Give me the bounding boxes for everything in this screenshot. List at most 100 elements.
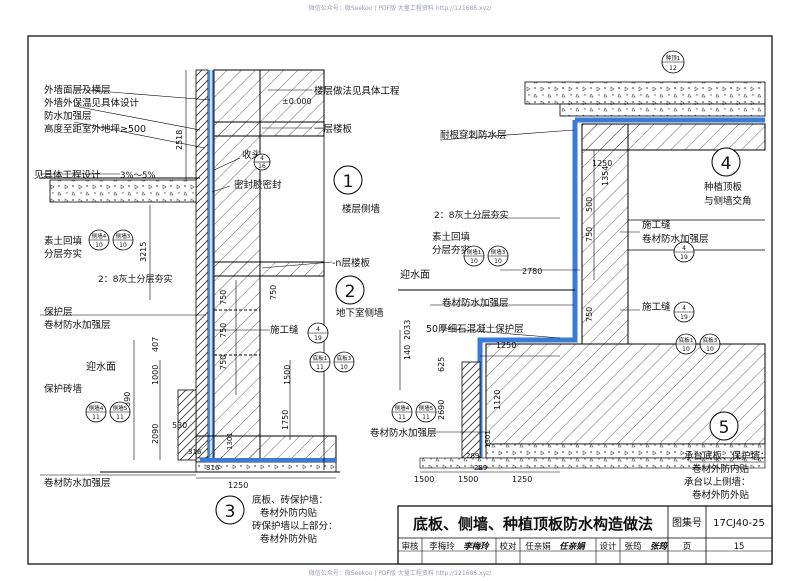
ref-circle-r2a: 侧墙4 10 <box>88 229 110 251</box>
label-plant-roof-2: 与侧墙交角 <box>704 195 752 207</box>
svg-text:侧墙5: 侧墙5 <box>113 404 128 412</box>
detail-number-1: 1 <box>333 165 363 195</box>
upper-wall-fill <box>259 69 325 123</box>
dim-316a: 316 <box>188 448 202 456</box>
dim-750a: 750 <box>219 290 228 305</box>
atlas-number: 17CJ40-25 <box>713 518 765 529</box>
label-bottom-note-4: 卷材外防外贴 <box>260 533 318 545</box>
label-floor1: 一层楼板 <box>314 123 353 135</box>
svg-text:11: 11 <box>316 364 324 371</box>
label-right-const-joint-2: 施工缝 <box>642 301 671 313</box>
label-backfill-2: 分层夯实 <box>44 248 82 260</box>
svg-text:1: 1 <box>343 172 354 192</box>
ref-circle-r2b: 侧墙3 10 <box>112 229 134 251</box>
label-lime-soil: 2：8灰土分层夯实 <box>98 273 172 285</box>
svg-text:侧墙3: 侧墙3 <box>116 232 131 240</box>
ref-circle-plant: 种顶1 12 <box>661 50 685 74</box>
dim-r750b: 750 <box>585 307 594 322</box>
planting-soil <box>524 81 766 105</box>
first-floor-slab <box>213 121 325 137</box>
right-wall <box>581 123 629 345</box>
bottom-membrane <box>200 458 336 462</box>
label-coil-reinf-bottom: 卷材防水加强层 <box>44 477 111 489</box>
page-number: 15 <box>734 542 745 552</box>
detail-number-5: 5 <box>709 411 739 441</box>
label-right-coil-reinf-3: 卷材防水加强层 <box>642 233 709 245</box>
dim-2690: 2690 <box>437 400 446 420</box>
dim-2090: 2090 <box>151 424 160 444</box>
dim-r1301: 1301 <box>484 430 492 448</box>
right-protect-brick <box>461 361 481 459</box>
label-concrete-protect: 50厚细石混凝土保护层 <box>426 323 524 335</box>
label-basement-wall: 地下室侧墙 <box>336 307 384 319</box>
dim-625: 625 <box>437 357 446 372</box>
ref-circle-rh: 侧墙5 11 <box>415 401 437 423</box>
label-const-joint: 施工缝 <box>270 324 299 336</box>
label-floor-side-wall: 楼层侧墙 <box>342 203 381 215</box>
protect-brick-wall <box>177 389 197 461</box>
label-floor-method: 楼层做法见具体工程 <box>314 85 400 97</box>
svg-text:19: 19 <box>680 314 688 321</box>
checker-signature: 任亲娟 <box>559 541 586 552</box>
svg-text:11: 11 <box>92 414 100 421</box>
ref-circle-rb: 侧墙3 10 <box>487 245 509 267</box>
dim-r1500a: 1500 <box>414 475 434 484</box>
bottom-watermark: 微信公众号：微Seekoo | PDF版 大量工程资料 http://12168… <box>308 570 492 577</box>
label-right-note-1: 承台底板、保护墙： <box>684 450 770 462</box>
svg-text:底板3: 底板3 <box>703 336 718 344</box>
svg-text:2: 2 <box>345 282 356 302</box>
label-right-backfill-1: 素土回填 <box>432 231 471 243</box>
designer-name: 张筠 <box>624 541 641 552</box>
svg-text:底板1: 底板1 <box>313 354 328 362</box>
design-label: 设计 <box>599 541 617 552</box>
detail-number-3: 3 <box>215 495 245 525</box>
ref-circle-r5b: 侧墙5 11 <box>109 401 131 423</box>
ref-circle-r3: 4 19 <box>307 322 329 344</box>
label-right-water-face: 迎水面 <box>400 269 430 281</box>
atlas-label: 图集号 <box>672 516 702 529</box>
dim-1120: 1120 <box>493 390 502 410</box>
label-protect-layer: 保护层 <box>44 306 73 318</box>
dim-r1250b: 1250 <box>496 341 516 350</box>
ref-circle-r4b: 底板3 10 <box>333 351 355 373</box>
dim-r1250c: 1250 <box>512 475 532 484</box>
label-root-resist: 耐根穿刺防水层 <box>440 129 507 141</box>
ref-circle-rd: 4 19 <box>673 301 695 323</box>
svg-text:底板3: 底板3 <box>337 354 352 362</box>
designer-signature: 张筠 <box>650 541 669 552</box>
dim-140: 140 <box>403 345 412 360</box>
detail-number-2: 2 <box>335 275 365 305</box>
dim-750b: 750 <box>219 323 228 338</box>
svg-text:19: 19 <box>680 254 688 261</box>
ref-circle-rf: 底板3 10 <box>699 333 721 355</box>
dim-3215: 3215 <box>139 242 148 262</box>
svg-text:10: 10 <box>682 346 690 353</box>
svg-text:11: 11 <box>116 414 124 421</box>
review-label: 审核 <box>401 541 419 552</box>
svg-text:侧墙4: 侧墙4 <box>92 232 107 240</box>
page-label: 页 <box>683 542 692 552</box>
ref-circle-r1: 4 16 <box>253 153 271 171</box>
ref-circle-re: 底板1 10 <box>675 333 697 355</box>
right-detail: 耐根穿刺防水层 2：8灰土分层夯实 素土回填 分层夯实 迎水面 卷材防水加强层 … <box>370 50 770 501</box>
checker-name: 任亲娟 <box>525 541 551 552</box>
drawing-title: 底板、侧墙、种植顶板防水构造做法 <box>413 515 653 533</box>
dim-1500: 1500 <box>283 365 292 385</box>
ref-circle-r5a: 侧墙4 11 <box>85 401 107 423</box>
dim-3590: 3590 <box>123 392 132 412</box>
dim-750c: 750 <box>219 355 228 370</box>
svg-text:11: 11 <box>422 414 430 421</box>
dim-2780: 2780 <box>522 267 542 276</box>
svg-text:4: 4 <box>682 245 686 252</box>
ref-circle-r4a: 底板1 11 <box>309 351 331 373</box>
left-insulation-layer <box>195 69 209 459</box>
label-right-coil-reinf-2: 卷材防水加强层 <box>370 427 437 439</box>
label-ext-insul: 外墙外保温见具体设计 <box>44 97 140 109</box>
label-slope: 3%～5% <box>120 171 155 181</box>
dim-r750a: 750 <box>585 227 594 242</box>
svg-text:侧墙1: 侧墙1 <box>467 248 482 256</box>
dim-530: 530 <box>172 421 187 430</box>
top-watermark: 微信公众号：微Seekoo | PDF版 大量工程资料 http://12168… <box>308 5 492 12</box>
svg-text:种顶1: 种顶1 <box>666 54 681 62</box>
